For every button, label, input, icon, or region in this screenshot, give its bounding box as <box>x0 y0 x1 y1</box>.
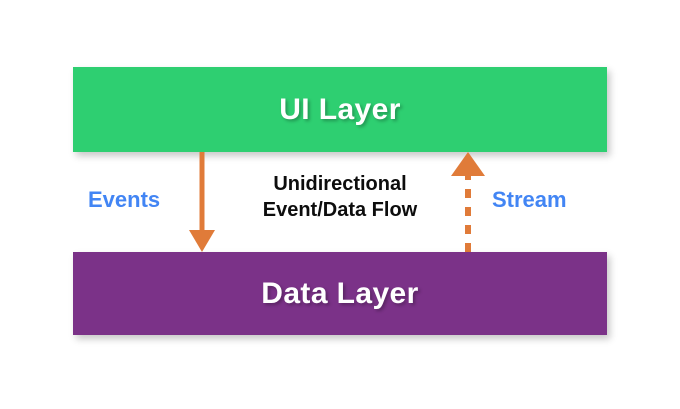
events-arrow-head <box>189 230 215 252</box>
flow-caption-line-1: Unidirectional <box>273 173 407 195</box>
stream-arrow-head <box>451 152 485 176</box>
ui-layer-box: UI Layer <box>73 67 607 152</box>
flow-band: Events Stream Unidirectional Event/Data … <box>0 152 680 252</box>
flow-caption: Unidirectional Event/Data Flow <box>225 172 455 223</box>
ui-layer-label: UI Layer <box>279 92 401 126</box>
stream-arrow-icon <box>451 152 485 252</box>
events-arrow-icon <box>189 152 215 252</box>
data-layer-box: Data Layer <box>73 252 607 335</box>
data-layer-label: Data Layer <box>261 276 419 310</box>
flow-caption-line-2: Event/Data Flow <box>262 198 418 221</box>
events-label: Events <box>88 187 161 212</box>
stream-label: Stream <box>492 187 567 212</box>
